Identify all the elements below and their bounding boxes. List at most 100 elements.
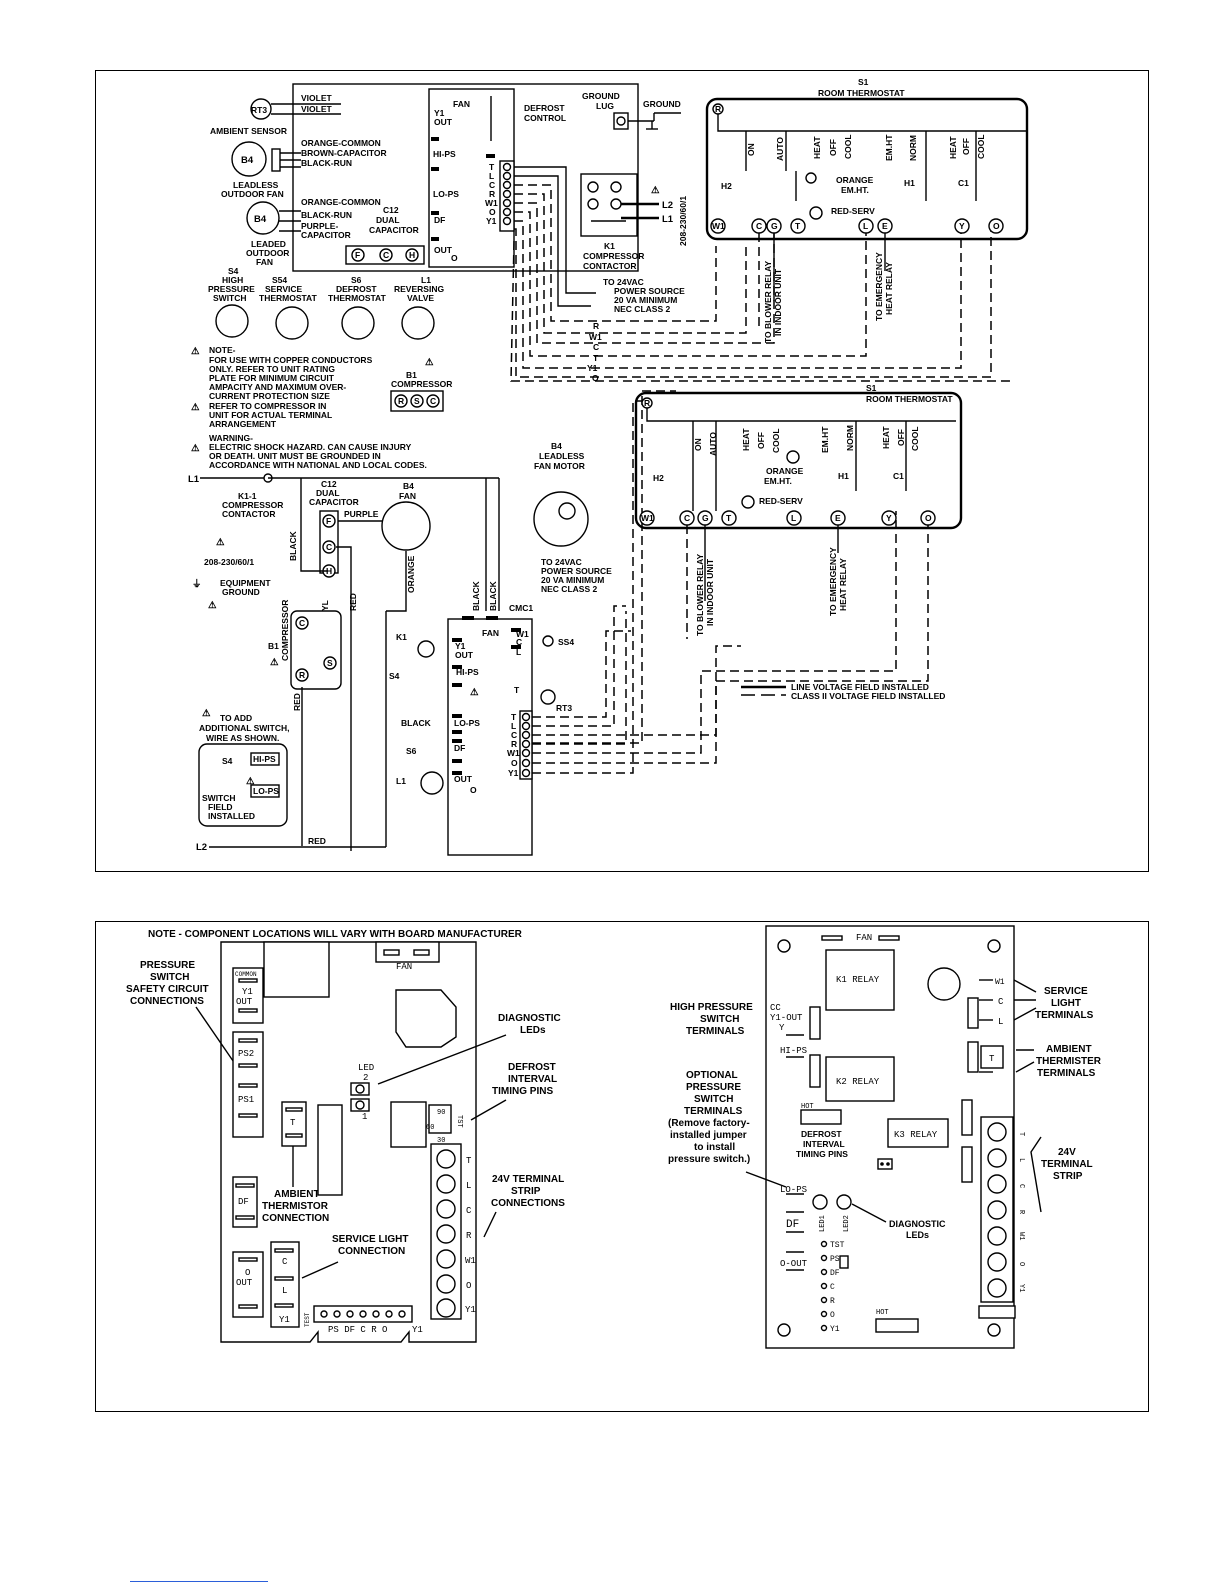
b4-leadless-fan: B4 ORANGE-COMMON BROWN-CAPACITOR BLACK-R… [221, 138, 387, 199]
svg-text:Y1: Y1 [486, 216, 497, 226]
defrost-control-top: FAN Y1 OUT HI-PS LO-PS DF OUT O DEFROST … [292, 83, 639, 272]
svg-text:C: C [430, 396, 436, 406]
svg-text:ORANGE: ORANGE [406, 555, 416, 593]
svg-text:W1: W1 [516, 629, 529, 639]
thermostat-terminals-top: W1 C G T L E Y O [710, 218, 1004, 234]
svg-text:E: E [835, 513, 841, 523]
svg-text:L2: L2 [196, 842, 207, 853]
svg-text:O-OUT: O-OUT [780, 1259, 808, 1269]
svg-text:ORANGE: ORANGE [836, 175, 874, 185]
svg-text:SWITCH: SWITCH [700, 1014, 739, 1025]
svg-text:LED1: LED1 [819, 1215, 827, 1232]
svg-text:HEAT: HEAT [948, 136, 958, 159]
svg-text:HI-PS: HI-PS [253, 754, 276, 764]
room-thermostat-bottom: S1 ROOM THERMOSTAT R ON AUTO HEAT OFF CO… [634, 383, 963, 639]
svg-text:TIMING PINS: TIMING PINS [796, 1149, 848, 1159]
svg-text:INTERVAL: INTERVAL [508, 1074, 557, 1085]
svg-text:OUT: OUT [236, 1278, 253, 1288]
svg-text:EQUIPMENT: EQUIPMENT [220, 578, 271, 588]
svg-text:FAN: FAN [399, 491, 416, 501]
svg-text:HIGH PRESSURE: HIGH PRESSURE [670, 1002, 753, 1013]
svg-text:O: O [489, 207, 496, 217]
svg-text:ACCORDANCE WITH NATIONAL AND L: ACCORDANCE WITH NATIONAL AND LOCAL CODES… [209, 460, 427, 470]
svg-text:T: T [511, 712, 517, 722]
svg-text:R: R [511, 739, 517, 749]
svg-text:GROUND: GROUND [643, 99, 681, 109]
svg-text:CAPACITOR: CAPACITOR [369, 225, 419, 235]
svg-text:O: O [1017, 1262, 1025, 1266]
svg-text:WIRE AS SHOWN.: WIRE AS SHOWN. [206, 733, 279, 743]
svg-text:VIOLET: VIOLET [301, 93, 333, 103]
svg-text:ORANGE-COMMON: ORANGE-COMMON [301, 138, 381, 148]
svg-text:OUT: OUT [455, 650, 474, 660]
svg-text:ONLY. REFER TO UNIT RATING: ONLY. REFER TO UNIT RATING [209, 364, 335, 374]
svg-text:TO EMERGENCY: TO EMERGENCY [828, 547, 838, 616]
svg-text:STRIP: STRIP [1053, 1171, 1083, 1182]
svg-text:HOT: HOT [801, 1103, 814, 1111]
svg-text:T: T [726, 513, 732, 523]
svg-text:H1: H1 [838, 471, 849, 481]
left-callouts: PRESSURE SWITCH SAFETY CIRCUIT CONNECTIO… [126, 960, 565, 1279]
svg-text:T: T [795, 221, 801, 231]
svg-text:RT3: RT3 [556, 703, 572, 713]
svg-text:LED: LED [358, 1063, 374, 1073]
svg-text:OR DEATH. UNIT MUST BE GROUNDE: OR DEATH. UNIT MUST BE GROUNDED IN [209, 451, 381, 461]
svg-text:L: L [863, 221, 868, 231]
svg-text:POWER SOURCE: POWER SOURCE [614, 286, 685, 296]
svg-text:C1: C1 [893, 471, 904, 481]
svg-text:⚠: ⚠ [651, 185, 660, 196]
svg-text:DF: DF [830, 1269, 840, 1278]
svg-text:PS2: PS2 [238, 1049, 254, 1059]
svg-text:208-230/60/1: 208-230/60/1 [678, 196, 688, 246]
wiring-diagram-svg: RT3 VIOLET VIOLET AMBIENT SENSOR B4 ORAN… [188, 77, 1029, 856]
svg-text:O: O [451, 253, 458, 263]
svg-text:DF: DF [238, 1197, 249, 1207]
svg-text:OUT: OUT [434, 117, 453, 127]
svg-text:R: R [593, 321, 599, 331]
svg-text:S: S [327, 658, 333, 668]
svg-text:SAFETY CIRCUIT: SAFETY CIRCUIT [126, 984, 209, 995]
svg-text:AUTO: AUTO [775, 137, 785, 161]
svg-text:IN INDOOR UNIT: IN INDOOR UNIT [705, 558, 715, 626]
svg-text:LUG: LUG [596, 101, 614, 111]
svg-text:C1: C1 [958, 178, 969, 188]
svg-text:REFER TO COMPRESSOR IN: REFER TO COMPRESSOR IN [209, 401, 326, 411]
b4-leaded-fan: B4 ORANGE-COMMON BLACK-RUN PURPLE- CAPAC… [246, 197, 381, 267]
svg-text:R: R [715, 104, 721, 114]
svg-text:Y1: Y1 [242, 987, 253, 997]
svg-text:DIAGNOSTIC: DIAGNOSTIC [889, 1219, 946, 1229]
svg-text:OUTDOOR FAN: OUTDOOR FAN [221, 189, 284, 199]
svg-text:L: L [516, 647, 521, 657]
svg-text:INSTALLED: INSTALLED [208, 811, 255, 821]
svg-text:EM.HT.: EM.HT. [764, 476, 792, 486]
svg-text:S6: S6 [406, 746, 417, 756]
svg-text:NORM: NORM [845, 425, 855, 451]
svg-text:T: T [489, 162, 495, 172]
svg-text:DF: DF [786, 1219, 799, 1231]
svg-text:WARNING-: WARNING- [209, 433, 253, 443]
svg-text:STRIP: STRIP [511, 1186, 541, 1197]
svg-text:LEDs: LEDs [906, 1230, 929, 1240]
svg-text:TERMINALS: TERMINALS [1035, 1010, 1094, 1021]
svg-text:E: E [882, 221, 888, 231]
svg-text:O: O [470, 785, 477, 795]
left-24v-terminal-strip: T L C R W1 O Y1 [430, 1143, 476, 1320]
svg-text:OFF: OFF [961, 138, 971, 155]
svg-text:C: C [684, 513, 690, 523]
svg-text:L: L [466, 1181, 471, 1191]
svg-text:B4: B4 [403, 481, 414, 491]
svg-text:LIGHT: LIGHT [1051, 998, 1081, 1009]
svg-text:S4: S4 [389, 671, 400, 681]
notes-block: ⚠ NOTE- FOR USE WITH COPPER CONDUCTORS O… [191, 345, 452, 470]
svg-text:TERMINALS: TERMINALS [1037, 1068, 1096, 1079]
svg-text:THERMOSTAT: THERMOSTAT [328, 293, 387, 303]
svg-text:⚠: ⚠ [270, 657, 279, 668]
svg-text:NEC CLASS 2: NEC CLASS 2 [541, 584, 597, 594]
right-test-pins: TST PS DF C R O Y1 [820, 1240, 849, 1334]
svg-text:C: C [830, 1283, 835, 1292]
svg-text:to install: to install [694, 1142, 735, 1153]
svg-text:CONNECTION: CONNECTION [338, 1246, 405, 1257]
svg-text:G: G [702, 513, 709, 523]
svg-text:Y1: Y1 [1017, 1284, 1025, 1292]
svg-text:IN INDOOR UNIT: IN INDOOR UNIT [773, 268, 783, 336]
